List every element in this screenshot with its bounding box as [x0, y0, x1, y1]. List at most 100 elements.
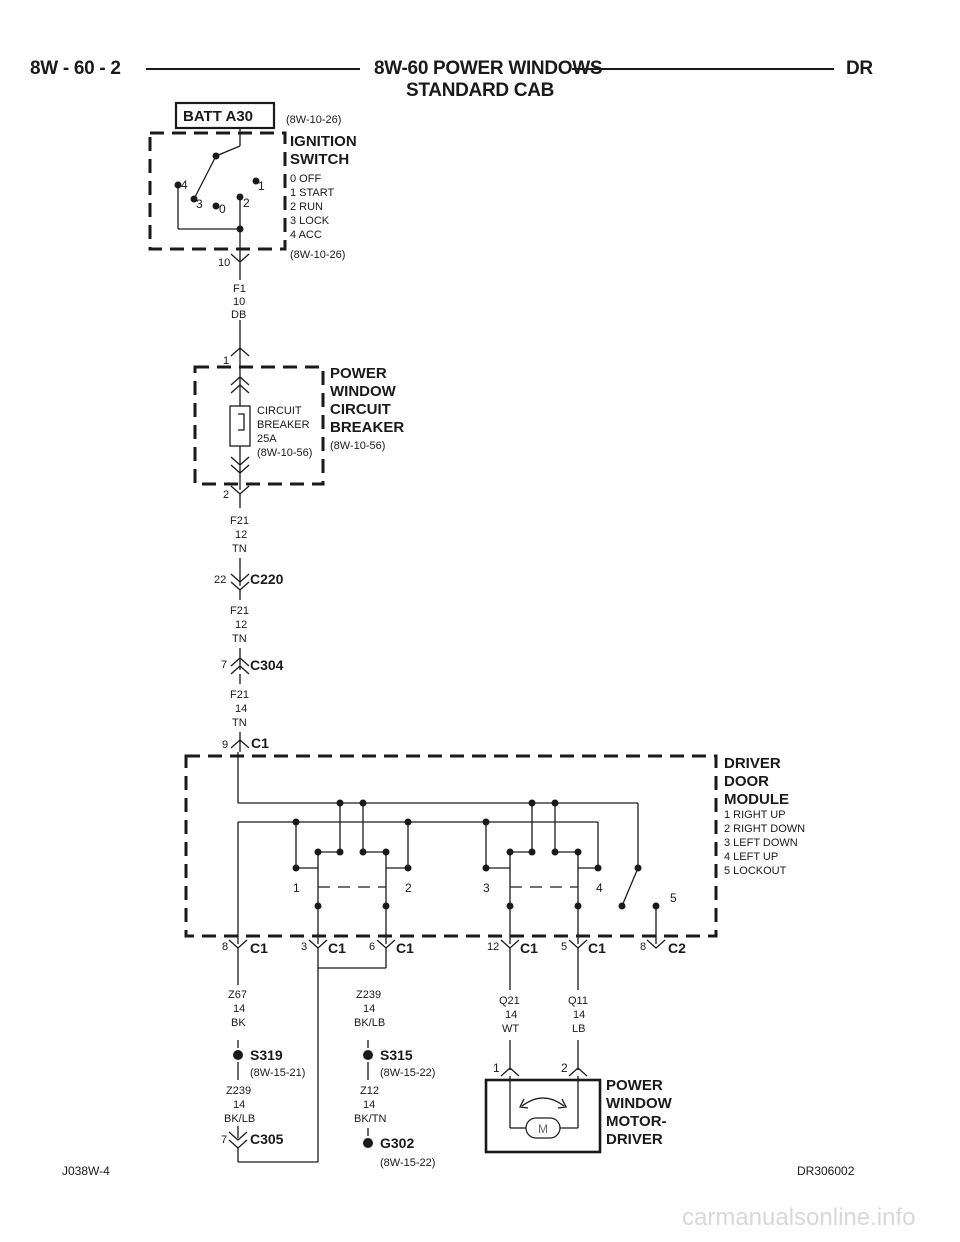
wire-z67-gauge: 14 [233, 1003, 245, 1015]
lockout-switch-blade [621, 867, 639, 907]
wire-f1-circuit: F1 [233, 283, 246, 295]
motor-symbol [525, 1117, 561, 1139]
bottom-conn-2-pin: 3 [301, 941, 307, 953]
ground-g302-dot [363, 1138, 373, 1148]
motor-title-2: WINDOW [606, 1095, 673, 1112]
s319-ref: (8W-15-21) [250, 1067, 305, 1079]
ignition-switch-box [148, 131, 287, 251]
ignition-position-0: 0 OFF [290, 173, 321, 185]
wire-z239a-gauge: 14 [233, 1099, 245, 1111]
bottom-conn-5-pin: 5 [561, 941, 567, 953]
breaker-ref: (8W-10-56) [330, 440, 385, 452]
wire-z12-color: BK/TN [354, 1113, 386, 1125]
wire-z239b-gauge: 14 [363, 1003, 375, 1015]
wire-z12-circuit: Z12 [360, 1085, 379, 1097]
wire-q21-gauge: 14 [505, 1009, 517, 1021]
module-title-1: DRIVER [724, 755, 781, 772]
breaker-pin-in: 1 [223, 355, 229, 367]
wire-q11-gauge: 14 [573, 1009, 585, 1021]
header-rule-left [146, 68, 360, 70]
ignition-pin: 10 [218, 257, 230, 269]
motor-title-1: POWER [606, 1077, 663, 1094]
connector-c305-symbol [228, 1131, 248, 1141]
connector-c2-8-symbol [646, 939, 666, 949]
c220-name: C220 [250, 571, 284, 587]
bottom-conn-6-pin: 8 [640, 941, 646, 953]
ignition-common-wire [215, 145, 241, 157]
module-in-pin: 9 [222, 739, 228, 751]
bottom-conn-3-name: C1 [396, 940, 414, 956]
connector-c1-9-symbol [230, 739, 250, 749]
circuit-breaker-symbol [229, 405, 251, 447]
bottom-conn-1-pin: 8 [222, 941, 228, 953]
module-in-name: C1 [251, 735, 269, 751]
breaker-inner-1: CIRCUIT [257, 405, 302, 417]
motor-pin-2: 2 [561, 1061, 568, 1075]
breaker-inner-2: BREAKER [257, 419, 310, 431]
s315-name: S315 [380, 1047, 413, 1063]
batt-label: BATT A30 [183, 108, 253, 125]
wire-z239a-circuit: Z239 [226, 1085, 251, 1097]
motor-box [484, 1078, 602, 1154]
switch-num-2: 2 [405, 881, 412, 895]
bottom-conn-5-name: C1 [588, 940, 606, 956]
connector-c220-symbol [230, 573, 250, 583]
breaker-title-1: POWER [330, 365, 387, 382]
breaker-title-4: BREAKER [330, 419, 404, 436]
figure-code-left: J038W-4 [62, 1164, 110, 1178]
module-function-4: 4 LEFT UP [724, 851, 778, 863]
wire-f21a-circuit: F21 [230, 515, 249, 527]
wire-f21c-gauge: 14 [235, 703, 247, 715]
module-function-5: 5 LOCKOUT [724, 865, 787, 877]
wire-f21b-gauge: 12 [235, 619, 247, 631]
module-function-1: 1 RIGHT UP [724, 809, 786, 821]
switch-num-3: 3 [483, 881, 490, 895]
wire-f21c-color: TN [232, 717, 247, 729]
page-number: 8W - 60 - 2 [30, 58, 121, 79]
switch-num-5: 5 [670, 891, 677, 905]
wire-q21-circuit: Q21 [499, 995, 520, 1007]
page-title: 8W-60 POWER WINDOWS [374, 58, 603, 79]
ignition-title-2: SWITCH [290, 151, 349, 168]
bottom-conn-4-pin: 12 [487, 941, 499, 953]
c220-pin: 22 [214, 574, 226, 586]
ignition-position-2: 2 RUN [290, 201, 323, 213]
module-title-3: MODULE [724, 791, 789, 808]
breaker-inner-4: (8W-10-56) [257, 447, 312, 459]
wire-f1-gauge: 10 [233, 296, 245, 308]
motor-pin-1: 1 [493, 1061, 500, 1075]
wire-f1-color: DB [231, 309, 246, 321]
wire-q11-circuit: Q11 [568, 995, 588, 1007]
connector-c304-symbol [230, 657, 250, 667]
wire-z239b-circuit: Z239 [356, 989, 381, 1001]
wire-z67-circuit: Z67 [228, 989, 247, 1001]
wire-f21c-circuit: F21 [230, 689, 249, 701]
breaker-inner-3: 25A [257, 433, 277, 445]
ignition-ref: (8W-10-26) [290, 249, 345, 261]
wire-z239b-color: BK/LB [354, 1017, 385, 1029]
ignition-mark-1: 1 [258, 179, 265, 193]
module-function-2: 2 RIGHT DOWN [724, 823, 805, 835]
watermark: carmanualsonline.info [682, 1204, 916, 1231]
module-function-3: 3 LEFT DOWN [724, 837, 798, 849]
s315-ref: (8W-15-22) [380, 1067, 435, 1079]
bottom-conn-2-name: C1 [328, 940, 346, 956]
wire-z12-gauge: 14 [363, 1099, 375, 1111]
wire-z239a-color: BK/LB [224, 1113, 255, 1125]
splice-s319-dot [233, 1050, 243, 1060]
bottom-conn-4-name: C1 [520, 940, 538, 956]
wire-f21b-color: TN [232, 633, 247, 645]
g302-name: G302 [380, 1135, 414, 1151]
batt-ref: (8W-10-26) [286, 114, 341, 126]
driver-door-module-box [184, 754, 718, 938]
bottom-conn-3-pin: 6 [369, 941, 375, 953]
batt-box [174, 101, 276, 130]
ignition-mark-4: 4 [181, 178, 188, 192]
wire-z67-color: BK [231, 1017, 246, 1029]
breaker-title-3: CIRCUIT [330, 401, 391, 418]
ignition-mark-2: 2 [243, 196, 250, 210]
wire-f21b-circuit: F21 [230, 605, 249, 617]
c305-pin: 7 [221, 1134, 227, 1146]
wire-f21a-gauge: 12 [235, 529, 247, 541]
